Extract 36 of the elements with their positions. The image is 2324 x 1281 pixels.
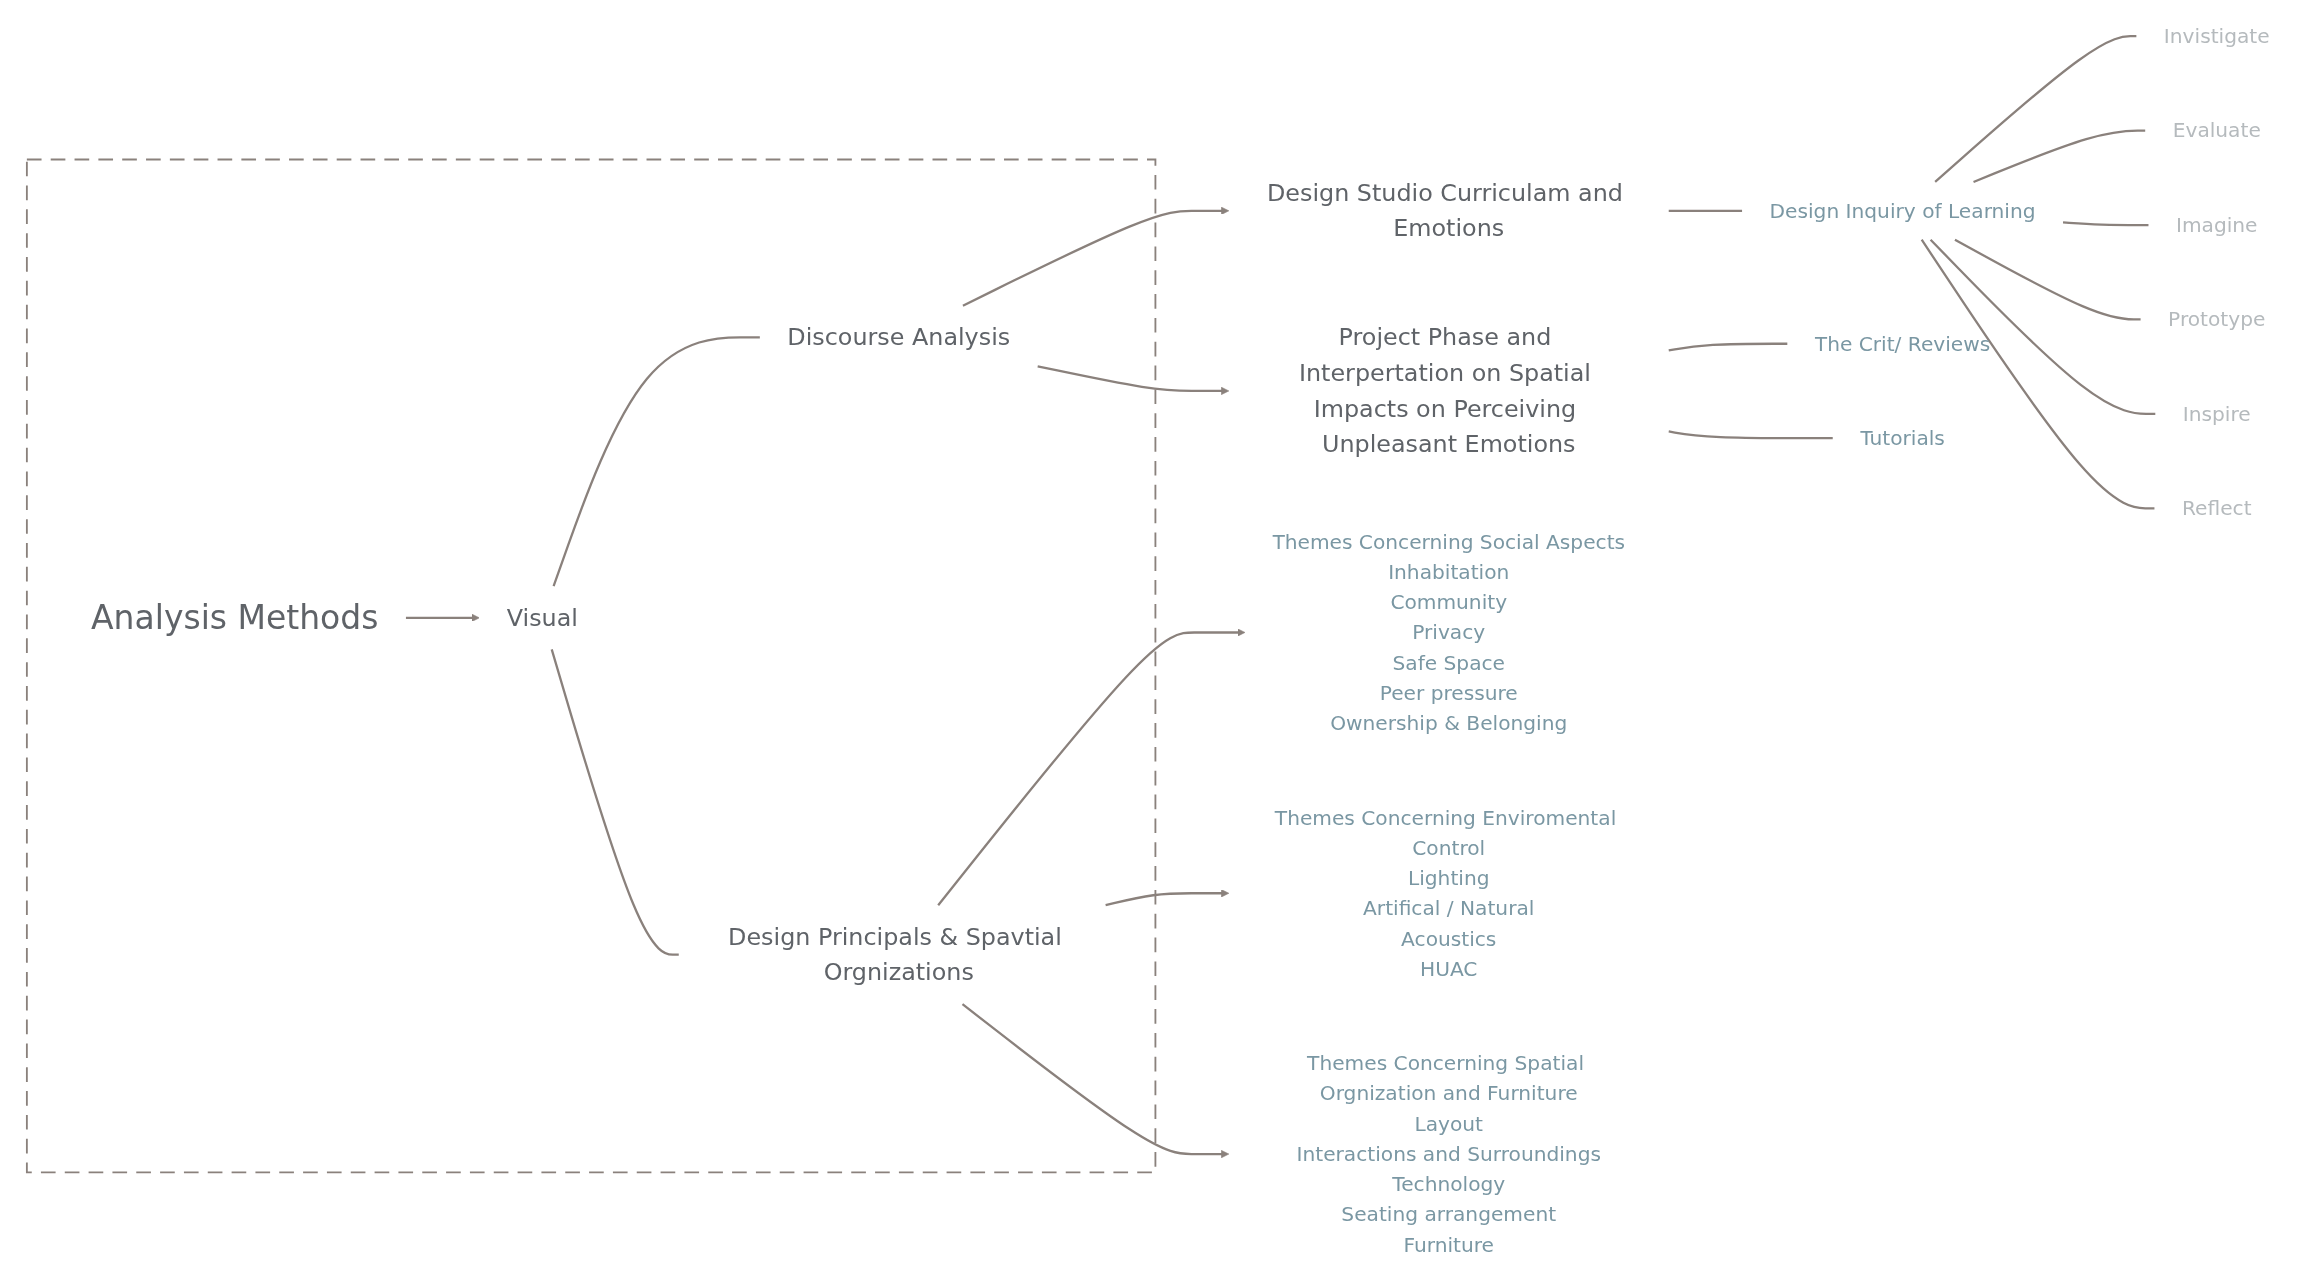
- connector: [1920, 239, 2155, 510]
- node-text: Prototype: [2168, 307, 2266, 331]
- node-text: Evaluate: [2172, 119, 2261, 143]
- connector: [1934, 35, 2137, 183]
- node-text: Imagine: [2175, 213, 2258, 237]
- node-text: Analysis Methods: [91, 598, 379, 637]
- arrow: [962, 206, 1230, 307]
- node-text: Design Principals & Spavtial Orgnizations: [728, 922, 1062, 986]
- node-text: Design Studio Curriculam and Emotions: [1266, 178, 1623, 242]
- node-text: Themes Concerning Spatial Orgnization and Furniture Layout Interactions and Surroundings Technology Seating arrangement Furniture: [1296, 1051, 1601, 1257]
- node-text: Themes Concerning Enviromental Control Lighting Artifical / Natural Acoustics HUAC: [1274, 806, 1617, 981]
- node-text: Invistigate: [2163, 24, 2270, 48]
- connector: [550, 649, 679, 956]
- connector: [1954, 238, 2141, 321]
- node-text: Design Inquiry of Learning: [1769, 199, 2036, 223]
- node-text: Reflect: [2181, 496, 2252, 520]
- node-text: The Crit/ Reviews: [1814, 332, 1991, 356]
- arrow: [937, 628, 1246, 906]
- connector: [1973, 129, 2146, 183]
- connector: [1668, 209, 1743, 212]
- connector: [1929, 238, 2156, 415]
- node-text: Themes Concerning Social Aspects Inhabitation Community Privacy Safe Space Peer pressure Ownership & Belonging: [1272, 530, 1626, 735]
- node-text: Inspire: [2182, 402, 2251, 426]
- connector: [2062, 221, 2149, 227]
- arrow: [1037, 365, 1230, 395]
- node-text: Discourse Analysis: [787, 323, 1011, 351]
- node-text: Tutorials: [1860, 426, 1945, 450]
- connector: [1668, 430, 1833, 440]
- arrow: [961, 1003, 1230, 1159]
- arrow: [1105, 889, 1230, 907]
- connector: [1668, 342, 1788, 352]
- cluster: [25, 158, 1157, 1174]
- connector: [552, 336, 760, 587]
- node-text: Project Phase and Interpertation on Spatial Impacts on Perceiving Unpleasant Emotions: [1298, 323, 1591, 458]
- node-text: Visual: [506, 603, 578, 632]
- arrow: [405, 613, 480, 622]
